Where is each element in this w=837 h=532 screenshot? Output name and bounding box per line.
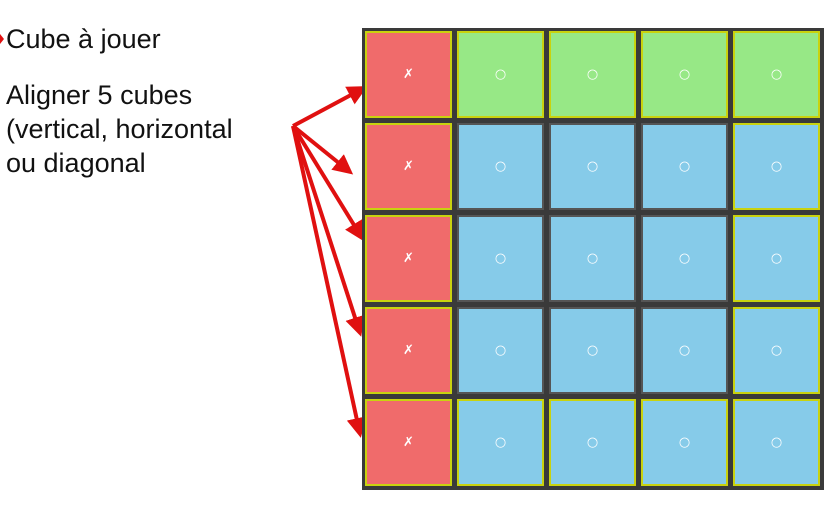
title-marker	[0, 34, 4, 44]
cell-r4-c5[interactable]: ○	[733, 307, 820, 394]
cell-r2-c4[interactable]: ○	[641, 123, 728, 210]
cell-r2-c5[interactable]: ○	[733, 123, 820, 210]
cell-r1-c1[interactable]: ✗	[365, 31, 452, 118]
cell-r2-c2[interactable]: ○	[457, 123, 544, 210]
cell-r3-c1[interactable]: ✗	[365, 215, 452, 302]
game-board: ✗○○○○✗○○○○✗○○○○✗○○○○✗○○○○	[362, 28, 824, 490]
cell-r3-c2[interactable]: ○	[457, 215, 544, 302]
cell-r1-c5[interactable]: ○	[733, 31, 820, 118]
legend-title: Cube à jouer	[6, 24, 161, 54]
cell-r5-c4[interactable]: ○	[641, 399, 728, 486]
cell-r1-c2[interactable]: ○	[457, 31, 544, 118]
cell-r5-c5[interactable]: ○	[733, 399, 820, 486]
cell-r4-c2[interactable]: ○	[457, 307, 544, 394]
cell-r2-c1[interactable]: ✗	[365, 123, 452, 210]
description-line-3: ou diagonal	[6, 148, 146, 178]
arrow-to-row-2	[291, 124, 354, 175]
cell-r3-c5[interactable]: ○	[733, 215, 820, 302]
cell-r4-c3[interactable]: ○	[549, 307, 636, 394]
cell-r5-c1[interactable]: ✗	[365, 399, 452, 486]
cell-r3-c4[interactable]: ○	[641, 215, 728, 302]
cell-r5-c3[interactable]: ○	[549, 399, 636, 486]
cell-r5-c2[interactable]: ○	[457, 399, 544, 486]
description-line-1: Aligner 5 cubes	[6, 80, 193, 110]
cell-r1-c3[interactable]: ○	[549, 31, 636, 118]
legend-description: Aligner 5 cubes (vertical, horizontal ou…	[6, 78, 233, 180]
cell-r3-c3[interactable]: ○	[549, 215, 636, 302]
arrow-to-row-4	[291, 125, 365, 337]
arrow-to-row-1	[292, 86, 368, 128]
arrow-to-row-3	[291, 124, 365, 242]
cell-r2-c3[interactable]: ○	[549, 123, 636, 210]
description-line-2: (vertical, horizontal	[6, 114, 233, 144]
cell-r4-c1[interactable]: ✗	[365, 307, 452, 394]
cell-r4-c4[interactable]: ○	[641, 307, 728, 394]
arrow-to-row-5	[291, 125, 367, 438]
cell-r1-c4[interactable]: ○	[641, 31, 728, 118]
